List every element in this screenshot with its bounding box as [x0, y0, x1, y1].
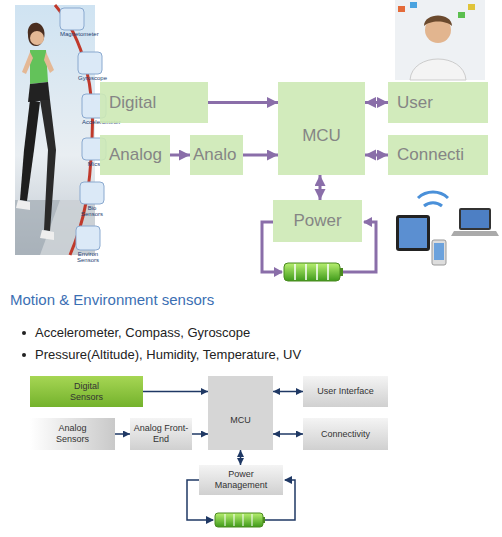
connector-arrow — [208, 101, 278, 104]
devices — [396, 192, 499, 265]
person-figure — [395, 0, 485, 80]
connector-arrow — [273, 391, 303, 393]
box-text: Analo — [193, 145, 236, 165]
connector-arrow — [319, 175, 322, 200]
overlay-box: Power — [273, 200, 362, 242]
sensor-label: Magnetometer — [60, 31, 84, 37]
box-text: Digital — [109, 93, 156, 113]
box-text: MCU — [230, 415, 251, 426]
block-box: Connectivity — [303, 418, 388, 450]
bullet-text: Pressure(Altitude), Humidity, Temperatur… — [35, 347, 301, 362]
box-text: Connecti — [397, 145, 464, 165]
overlay-box: User — [388, 82, 488, 123]
connector-arrow — [170, 154, 190, 157]
box-text: MCU — [302, 126, 341, 146]
connector-arrow — [115, 433, 130, 435]
box-text: Power — [293, 211, 341, 231]
bullet-dot — [22, 331, 26, 335]
sensor-label: Gyroscope — [78, 75, 102, 81]
bullet-text: Accelerometer, Compass, Gyroscope — [35, 325, 250, 340]
battery-symbol — [215, 513, 265, 527]
sensor-label: Environ Sensors — [76, 251, 100, 263]
sensor-path — [55, 5, 93, 255]
block-box: Digital Sensors — [30, 376, 143, 407]
block-box: Analog Front-End — [130, 418, 192, 450]
block-box: Analog Sensors — [30, 418, 115, 450]
overlay-box: Analo — [190, 135, 243, 175]
box-text: User Interface — [317, 386, 374, 397]
connector-arrow — [365, 154, 388, 157]
box-text: Analog Front-End — [133, 423, 189, 445]
connector-arrow — [273, 433, 303, 435]
overlay-box: MCU — [278, 82, 365, 175]
connector-arrow — [143, 391, 208, 393]
overlay-box: Analog — [100, 135, 170, 175]
connector-arrow — [365, 101, 388, 104]
sensor-icons — [60, 8, 106, 250]
box-text: Connectivity — [321, 429, 370, 440]
box-text: Digital Sensors — [62, 381, 112, 403]
block-box: MCU — [208, 376, 273, 450]
bullet-dot — [22, 353, 26, 357]
overlay-box: Digital — [100, 82, 208, 123]
block-box: Power Management — [199, 465, 283, 495]
connector-arrow — [240, 450, 242, 465]
box-text: Analog — [109, 145, 162, 165]
box-text: Analog Sensors — [48, 423, 98, 445]
overlay-box: Connecti — [388, 135, 488, 175]
block-box: User Interface — [303, 376, 388, 407]
section-title: Motion & Environment sensors — [10, 291, 214, 308]
sensor-label: Bio Sensors — [80, 205, 104, 217]
connector-arrow — [243, 154, 278, 157]
box-text: User — [397, 93, 433, 113]
box-text: Power Management — [211, 469, 271, 491]
connector-arrow — [192, 433, 208, 435]
photo-panel — [15, 5, 95, 255]
runner-figure — [16, 23, 56, 240]
battery-symbol — [284, 263, 343, 281]
